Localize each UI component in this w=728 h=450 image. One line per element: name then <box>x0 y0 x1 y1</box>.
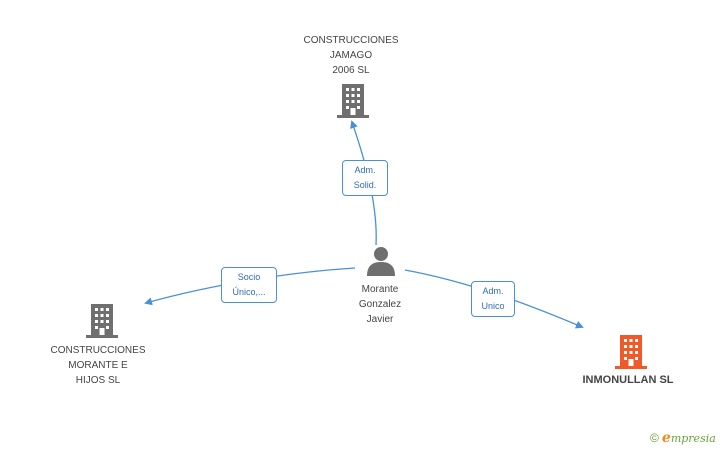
node-label-line: INMONULLAN SL <box>582 374 674 386</box>
edge-label-to-jamago[interactable]: Adm. Solid. <box>342 160 388 196</box>
copyright-icon: © <box>650 431 659 445</box>
edge-label-line: Adm. <box>482 286 504 296</box>
edge-label-to-inmonullan[interactable]: Adm. Unico <box>471 281 515 317</box>
edge-label-line: Único,... <box>232 287 266 297</box>
brand-logo: © empresia <box>650 430 716 446</box>
node-label-line: Gonzalez <box>358 299 402 310</box>
node-label-inmonullan[interactable]: INMONULLAN SL <box>568 373 688 388</box>
person-icon[interactable] <box>367 246 395 276</box>
node-label-person[interactable]: Morante Gonzalez Javier <box>330 282 430 327</box>
node-label-line: CONSTRUCCIONES <box>50 345 146 356</box>
node-label-line: 2006 SL <box>332 65 370 76</box>
brand-e: e <box>661 430 671 446</box>
node-label-line: CONSTRUCCIONES <box>303 35 399 46</box>
edge-label-line: Unico <box>481 301 505 311</box>
edge-label-to-morante-hijos[interactable]: Socio Único,... <box>221 267 277 303</box>
building-icon[interactable] <box>337 84 369 118</box>
edge-label-line: Socio <box>237 272 261 282</box>
building-icon[interactable] <box>86 304 118 338</box>
edge-label-line: Solid. <box>353 180 377 190</box>
node-label-line: HIJOS SL <box>75 375 121 386</box>
brand-name: mpresia <box>670 432 716 445</box>
node-label-line: JAMAGO <box>329 50 373 61</box>
node-label-jamago[interactable]: CONSTRUCCIONES JAMAGO 2006 SL <box>295 33 407 78</box>
node-label-line: Morante <box>361 284 399 295</box>
node-label-line: Javier <box>366 314 394 325</box>
node-label-morante-hijos[interactable]: CONSTRUCCIONES MORANTE E HIJOS SL <box>42 343 154 388</box>
node-label-line: MORANTE E <box>68 360 128 371</box>
edge-label-line: Adm. <box>354 165 376 175</box>
building-icon[interactable] <box>615 335 647 369</box>
